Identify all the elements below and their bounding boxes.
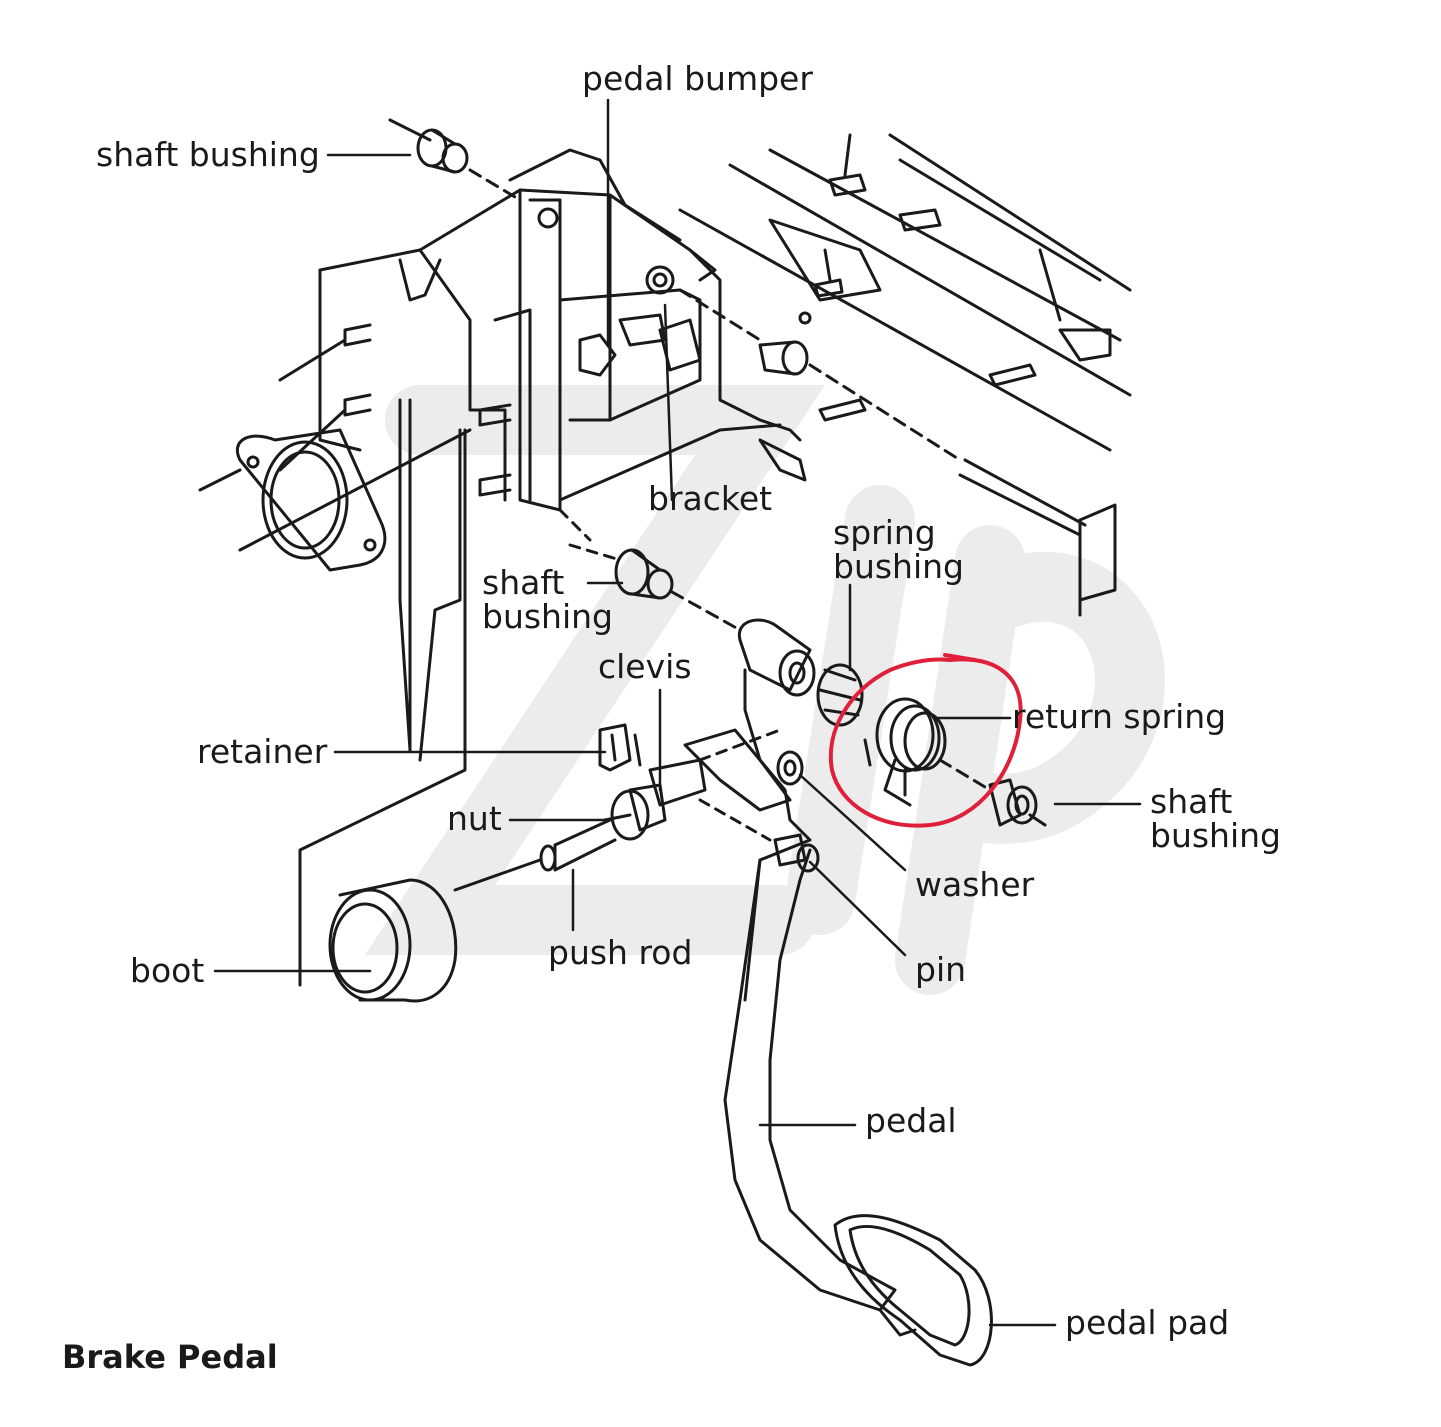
label-pin: pin <box>915 950 967 989</box>
label-pedal: pedal <box>865 1101 957 1140</box>
shaft-bushing-right <box>988 778 1047 827</box>
label-return-spring: return spring <box>1012 697 1227 736</box>
label-retainer: retainer <box>197 732 328 771</box>
channel-lines <box>298 398 467 987</box>
frame-lines <box>678 133 1132 452</box>
label-boot: boot <box>130 951 205 990</box>
label-pedal-pad: pedal pad <box>1065 1303 1230 1342</box>
clevis-assembly <box>453 723 782 892</box>
label-spring-bushing-line2: bushing <box>833 547 965 586</box>
shaft-bushing-mid <box>558 508 742 632</box>
bracket-assembly <box>318 148 807 512</box>
pedal-pivot-tube <box>737 618 864 727</box>
label-shaft-bushing-mid-line2: bushing <box>482 597 614 636</box>
label-shaft-bushing-right-line2: bushing <box>1150 816 1282 855</box>
boot <box>328 878 458 1003</box>
label-push-rod: push rod <box>548 933 693 972</box>
mounting-studs <box>278 323 512 497</box>
label-nut: nut <box>447 799 502 838</box>
label-shaft-bushing-right-line1: shaft <box>1150 782 1233 821</box>
label-shaft-bushing-top: shaft bushing <box>96 135 320 174</box>
shaft-bushing-top <box>388 118 522 202</box>
diagram-title: Brake Pedal <box>62 1338 278 1376</box>
master-cylinder-flange <box>198 428 472 572</box>
leader-lines <box>213 98 1142 1327</box>
label-washer: washer <box>915 865 1035 904</box>
return-spring <box>863 697 992 807</box>
highlight-circle <box>828 653 1023 828</box>
label-clevis: clevis <box>598 647 692 686</box>
label-bracket: bracket <box>648 479 773 518</box>
label-shaft-bushing-mid-line1: shaft <box>482 563 565 602</box>
pivot-bolt <box>678 288 1117 617</box>
label-spring-bushing-line1: spring <box>833 513 936 552</box>
pedal-pad <box>833 1214 993 1367</box>
pedal-arm <box>683 668 897 1312</box>
label-pedal-bumper: pedal bumper <box>582 59 813 98</box>
